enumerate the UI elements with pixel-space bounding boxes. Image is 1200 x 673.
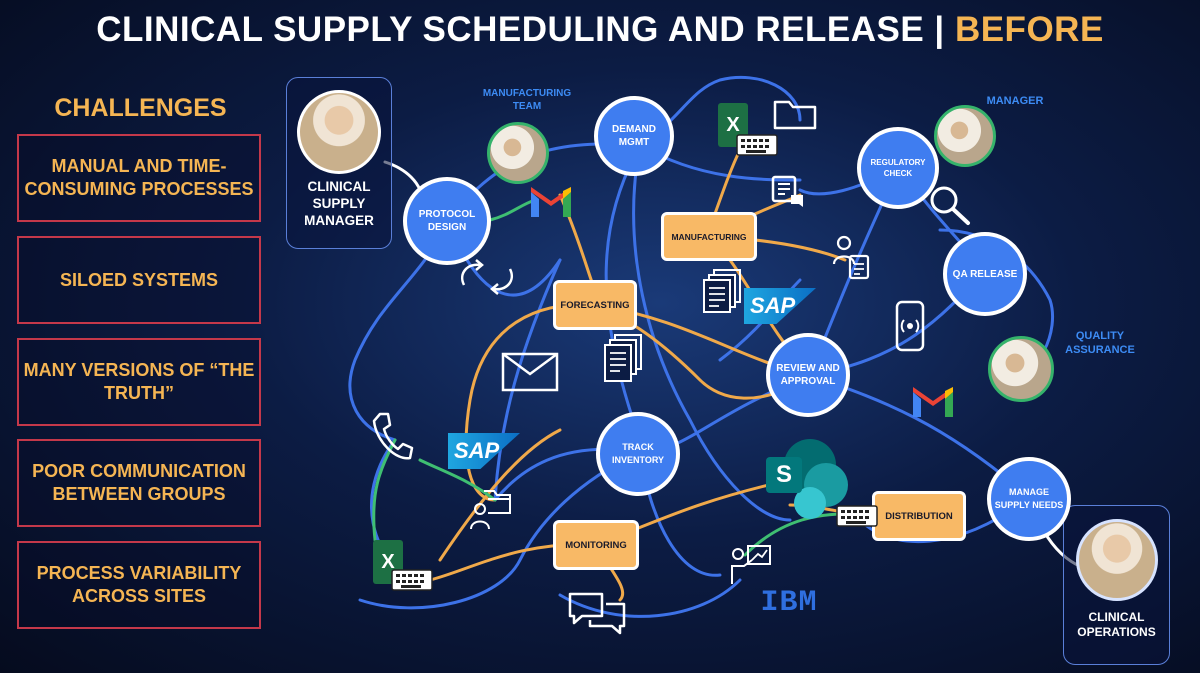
- search-icon: [930, 186, 970, 225]
- documents-icon: [703, 269, 741, 313]
- documents-icon: [604, 334, 642, 382]
- gmail-icon: [531, 187, 571, 217]
- node-monitoring: MONITORING: [553, 520, 639, 570]
- gmail-icon: [913, 387, 953, 417]
- clinical-operations-avatar: [1076, 519, 1158, 601]
- chat-icon: [568, 592, 626, 635]
- manager-avatar: [934, 105, 996, 167]
- node-review-approval: REVIEW AND APPROVAL: [766, 333, 850, 417]
- node-demand-mgmt: DEMAND MGMT: [594, 96, 674, 176]
- title-highlight: BEFORE: [954, 10, 1104, 49]
- challenge-item: MANY VERSIONS OF “THE TRUTH”: [17, 338, 261, 426]
- node-forecasting: FORECASTING: [553, 280, 637, 330]
- page-title: CLINICAL SUPPLY SCHEDULING AND RELEASE |…: [96, 10, 1104, 49]
- manufacturing-team-label: MANUFACTURING TEAM: [482, 88, 572, 112]
- manufacturing-team-avatar: [487, 122, 549, 184]
- clinical-operations-label: CLINICAL OPERATIONS: [1077, 610, 1156, 639]
- node-manufacturing: MANUFACTURING: [661, 212, 757, 261]
- node-track-inventory: TRACK INVENTORY: [596, 412, 680, 496]
- keyboard-icon: [391, 569, 433, 591]
- clinical-supply-manager-avatar: [297, 90, 381, 174]
- clinical-supply-manager-label: CLINICAL SUPPLY MANAGER: [304, 179, 374, 228]
- sharepoint-letter: S: [775, 461, 792, 488]
- quality-assurance-avatar: [988, 336, 1054, 402]
- presentation-icon: [731, 545, 771, 584]
- challenge-item: MANUAL AND TIME-CONSUMING PROCESSES: [17, 134, 261, 222]
- person-clipboard-icon: [832, 235, 870, 280]
- keyboard-icon: [836, 505, 878, 527]
- phone-icon: [372, 412, 414, 460]
- ibm-logo: IBM: [760, 586, 818, 620]
- challenges-heading: CHALLENGES: [54, 94, 227, 122]
- keyboard-icon: [736, 134, 778, 156]
- node-regulatory-check: REGULATORY CHECK: [857, 127, 939, 209]
- quality-assurance-label: QUALITY ASSURANCE: [1065, 330, 1135, 356]
- document-chat-icon: [771, 175, 803, 207]
- sync-icon: [461, 259, 513, 295]
- challenge-item: PROCESS VARIABILITY ACROSS SITES: [17, 541, 261, 629]
- challenge-item: POOR COMMUNICATION BETWEEN GROUPS: [17, 439, 261, 527]
- node-manage-supply-needs: MANAGE SUPPLY NEEDS: [987, 457, 1071, 541]
- node-protocol-design: PROTOCOL DESIGN: [403, 177, 491, 265]
- node-distribution: DISTRIBUTION: [872, 491, 966, 541]
- manager-label: MANAGER: [986, 95, 1044, 107]
- folder-icon: [773, 100, 817, 130]
- sharepoint-icon: [766, 439, 848, 519]
- mobile-phone-icon: [895, 300, 925, 352]
- node-qa-release: QA RELEASE: [943, 232, 1027, 316]
- challenge-item: SILOED SYSTEMS: [17, 236, 261, 324]
- user-folder-icon: [470, 490, 511, 530]
- email-icon: [501, 352, 559, 392]
